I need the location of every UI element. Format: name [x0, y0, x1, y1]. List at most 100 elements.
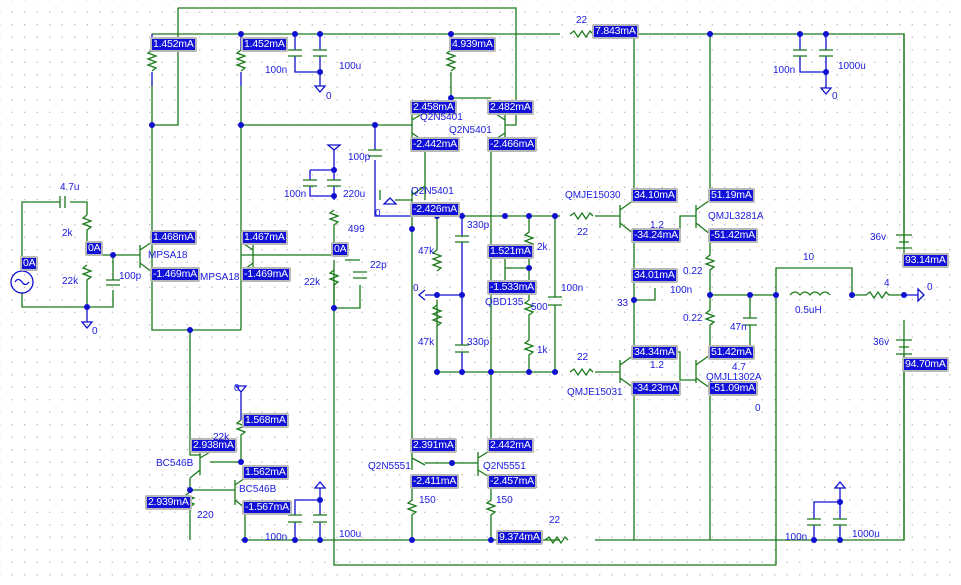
capacitor-label: 100u — [339, 61, 362, 72]
capacitor-label: 100p — [348, 152, 371, 163]
capacitor-label: 330p — [467, 337, 490, 348]
current-marker[interactable]: -1.469mA — [150, 267, 200, 282]
current-marker[interactable]: 1.452mA — [150, 37, 197, 52]
current-marker[interactable]: 9.374mA — [496, 530, 543, 545]
current-marker[interactable]: 4.939mA — [449, 37, 496, 52]
resistor-label: 22k — [213, 432, 230, 443]
current-marker[interactable]: -2.457mA — [487, 474, 537, 489]
transistor-label: Q2N5401 — [411, 186, 454, 197]
capacitor-label: 220u — [343, 189, 366, 200]
battery-label: 36v — [870, 232, 887, 243]
transistor-label: MPSA18 — [148, 250, 188, 261]
current-marker[interactable]: 1.467mA — [241, 230, 288, 245]
capacitor-label: 47n — [730, 322, 747, 333]
transistor-label: QBD135 — [485, 297, 524, 308]
current-marker[interactable]: 2.938mA — [190, 438, 237, 453]
resistor-label: 33 — [617, 298, 629, 309]
current-marker[interactable]: 7.843mA — [592, 24, 639, 39]
current-marker[interactable]: 1.468mA — [150, 230, 197, 245]
resistor-label: 47k — [418, 246, 435, 257]
resistor-label: 1.2 — [650, 360, 664, 371]
current-marker[interactable]: 1.568mA — [242, 413, 289, 428]
current-marker[interactable]: 0A — [20, 256, 39, 271]
transistor-label: QMJE15031 — [567, 387, 623, 398]
ground-label: 0 — [413, 283, 419, 294]
current-marker[interactable]: -51.42mA — [708, 228, 758, 243]
current-marker[interactable]: 0A — [331, 242, 350, 257]
resistor-label: 220 — [197, 510, 214, 521]
capacitor-label: 100u — [339, 529, 362, 540]
capacitor-label: 330p — [467, 220, 490, 231]
ground-label: 0 — [832, 91, 838, 102]
current-marker[interactable]: 2.482mA — [487, 100, 534, 115]
ground-label: 0 — [927, 282, 933, 293]
current-marker[interactable]: 1.452mA — [241, 37, 288, 52]
ground-label: 0 — [326, 91, 332, 102]
resistor-label: 22k — [62, 276, 79, 287]
current-marker[interactable]: 1.521mA — [487, 244, 534, 259]
inductor-label: 0.5uH — [795, 305, 822, 316]
current-marker[interactable]: 93.14mA — [902, 253, 949, 268]
transistor-label: Q2N5401 — [449, 125, 492, 136]
resistor-label: 150 — [419, 495, 436, 506]
transistor-label: BC546B — [239, 484, 277, 495]
ground-label: 0 — [375, 208, 381, 219]
capacitor-label: 100n — [265, 532, 288, 543]
resistor-label: 1.2 — [650, 220, 664, 231]
current-marker[interactable]: 34.10mA — [631, 188, 678, 203]
transistor-label: QMJL3281A — [708, 211, 764, 222]
current-marker[interactable]: 94.70mA — [902, 357, 949, 372]
ground-label: 0 — [234, 383, 240, 394]
resistor-label: 150 — [496, 495, 513, 506]
current-marker[interactable]: 2.391mA — [410, 438, 457, 453]
current-marker[interactable]: 51.42mA — [708, 345, 755, 360]
current-marker[interactable]: -2.466mA — [487, 137, 537, 152]
capacitor-label: 100n — [265, 65, 288, 76]
resistor-label: 22 — [549, 515, 561, 526]
resistor-label: 4.7 — [732, 362, 746, 373]
resistor-label: 2k — [537, 242, 548, 253]
current-marker[interactable]: -2.442mA — [410, 137, 460, 152]
current-marker[interactable]: -51.09mA — [708, 381, 758, 396]
resistor-label: 47k — [418, 337, 435, 348]
capacitor-label: 100n — [670, 285, 693, 296]
load-resistor-label: 4 — [884, 278, 890, 289]
current-marker[interactable]: 0A — [85, 241, 104, 256]
transistor-label: BC546B — [156, 458, 194, 469]
current-marker[interactable]: 2.939mA — [145, 495, 192, 510]
transistor-label: QMJL1302A — [706, 372, 762, 383]
transistor-label: QMJE15030 — [565, 190, 621, 201]
resistor-label: 22k — [304, 277, 321, 288]
resistor-label: 2k — [62, 228, 73, 239]
resistor-label: 10 — [803, 252, 815, 263]
current-marker[interactable]: 1.562mA — [242, 465, 289, 480]
capacitor-label: 100n — [773, 65, 796, 76]
ground-label: 0 — [92, 326, 98, 337]
capacitor-label: 1000u — [852, 529, 880, 540]
ground-label: 0 — [755, 403, 761, 414]
current-marker[interactable]: 34.01mA — [631, 268, 678, 283]
current-marker[interactable]: -1.469mA — [241, 267, 291, 282]
transistor-label: Q2N5551 — [368, 461, 411, 472]
resistor-label: 22 — [577, 352, 589, 363]
current-marker[interactable]: 2.442mA — [487, 438, 534, 453]
current-marker[interactable]: -2.426mA — [410, 202, 460, 217]
potentiometer-label: 1k — [537, 345, 548, 356]
transistor-label: Q2N5401 — [420, 112, 463, 123]
transistor-label: Q2N5551 — [483, 461, 526, 472]
current-marker[interactable]: 51.19mA — [708, 188, 755, 203]
current-marker[interactable]: -34.24mA — [631, 228, 681, 243]
current-marker[interactable]: 34.34mA — [631, 345, 678, 360]
capacitor-label: 100n — [561, 283, 584, 294]
current-marker[interactable]: -34.23mA — [631, 381, 681, 396]
resistor-label: 22 — [576, 15, 588, 26]
current-marker[interactable]: 2.458mA — [410, 100, 457, 115]
resistor-label: 0.22 — [683, 313, 703, 324]
capacitor-label: 100n — [284, 189, 307, 200]
current-marker[interactable]: -2.411mA — [410, 474, 460, 489]
current-marker[interactable]: -1.567mA — [242, 500, 292, 515]
current-marker[interactable]: -1.533mA — [487, 280, 537, 295]
capacitor-label: 4.7u — [60, 182, 80, 193]
resistor-label: 0.22 — [683, 266, 703, 277]
